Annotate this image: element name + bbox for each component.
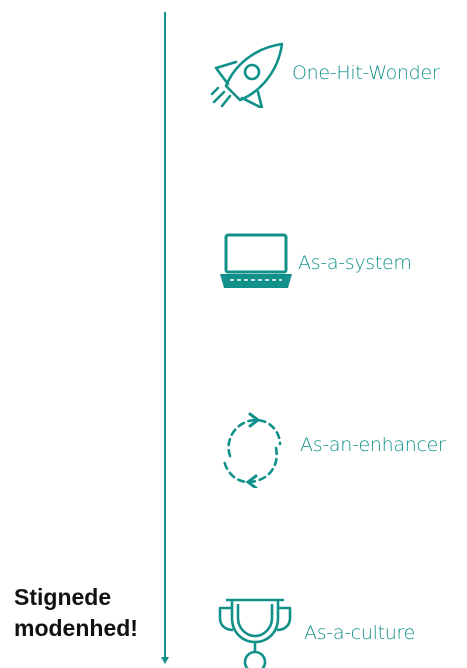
stage-label-as-a-system: As-a-system xyxy=(298,252,412,274)
rocket-icon xyxy=(210,42,284,108)
maturity-note-line-1: Stignede xyxy=(14,584,112,610)
stage-label-one-hit-wonder: One-Hit-Wonder xyxy=(292,62,440,84)
laptop-icon xyxy=(220,233,292,288)
axis-arrow-head xyxy=(161,657,169,664)
maturity-note: Stignede modenhed! xyxy=(14,582,138,644)
maturity-axis-line xyxy=(164,12,166,660)
stage-label-as-a-culture: As-a-culture xyxy=(304,622,415,644)
trophy-icon xyxy=(218,598,292,668)
maturity-note-line-2: modenhed! xyxy=(14,615,138,641)
stage-label-as-an-enhancer: As-an-enhancer xyxy=(300,434,446,456)
refresh-cycle-icon xyxy=(222,412,282,488)
